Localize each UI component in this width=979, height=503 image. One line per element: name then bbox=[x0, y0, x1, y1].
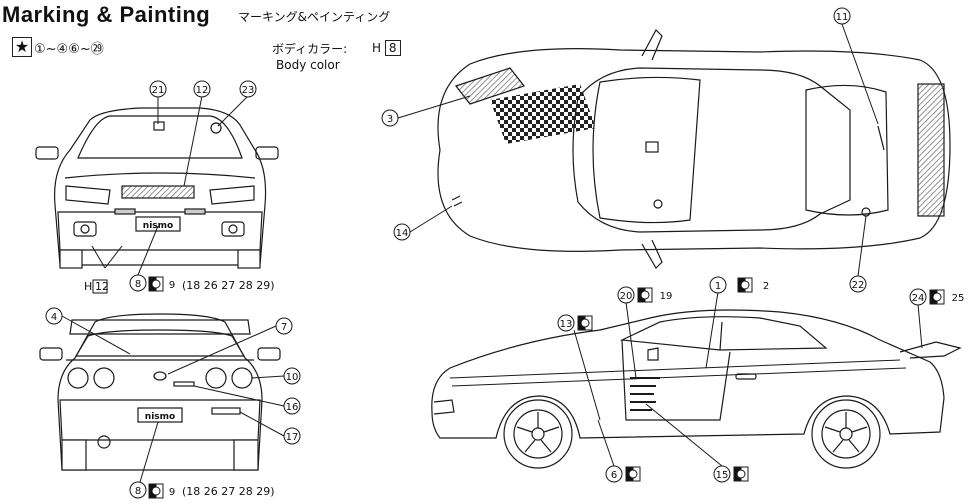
callout-11: 11 bbox=[836, 12, 849, 23]
body-color-code-prefix: H bbox=[372, 41, 382, 55]
rear-view: nismo bbox=[39, 313, 281, 471]
callout-1: 1 bbox=[715, 281, 721, 292]
page-title-jp: マーキング&ペインティング bbox=[238, 10, 391, 24]
callout-22: 22 bbox=[852, 280, 865, 291]
callout-19: 19 bbox=[660, 291, 673, 302]
callout-17: 17 bbox=[286, 432, 299, 443]
callout-3: 3 bbox=[387, 114, 393, 125]
side-view bbox=[431, 309, 962, 469]
front-paint-num: 12 bbox=[95, 280, 109, 293]
callout-15: 15 bbox=[716, 470, 729, 481]
callout-20: 20 bbox=[620, 291, 633, 302]
svg-text:nismo: nismo bbox=[145, 412, 175, 422]
callout-12: 12 bbox=[196, 85, 209, 96]
callout-16: 16 bbox=[286, 402, 299, 413]
star-icon: ★ bbox=[12, 37, 32, 57]
callout-21: 21 bbox=[152, 85, 165, 96]
callout-13: 13 bbox=[560, 319, 573, 330]
star-decal-range: ①~④⑥~㉙ bbox=[34, 42, 104, 57]
callout-24: 24 bbox=[912, 293, 925, 304]
callout-8-rear: 8 bbox=[135, 486, 141, 497]
callout-9-rear: 9 bbox=[169, 487, 175, 498]
callout-9-front: 9 bbox=[169, 280, 175, 291]
front-view: nismo bbox=[35, 107, 279, 269]
callout-25: 25 bbox=[952, 293, 965, 304]
callout-23: 23 bbox=[242, 85, 255, 96]
top-view bbox=[437, 29, 951, 269]
body-color-code: H 8 bbox=[372, 40, 401, 56]
body-color-label-jp: ボディカラー: bbox=[272, 42, 348, 56]
page-title: Marking & Painting bbox=[2, 2, 211, 27]
callout-8-front: 8 bbox=[135, 279, 141, 290]
decal-icons bbox=[148, 276, 945, 499]
callout-10: 10 bbox=[286, 372, 299, 383]
callout-4: 4 bbox=[51, 312, 57, 323]
body-color-code-num: 8 bbox=[384, 40, 401, 56]
front-paint-prefix: H bbox=[84, 280, 92, 293]
callout-7: 7 bbox=[281, 322, 287, 333]
callout-6: 6 bbox=[611, 470, 617, 481]
rear-alt-list: (18 26 27 28 29) bbox=[182, 485, 275, 498]
front-alt-list: (18 26 27 28 29) bbox=[182, 279, 275, 292]
body-color-label-en: Body color bbox=[276, 58, 340, 72]
callout-2: 2 bbox=[763, 281, 769, 292]
callout-14: 14 bbox=[396, 228, 409, 239]
